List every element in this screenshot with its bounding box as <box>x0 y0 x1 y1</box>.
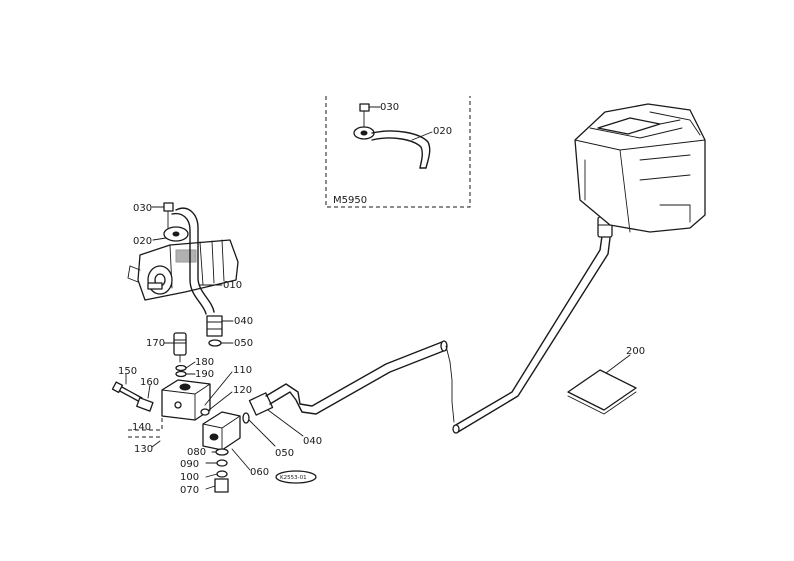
hydraulic-tank <box>574 103 706 233</box>
o-ring-120 <box>200 408 210 416</box>
callout-140: 140 <box>132 422 151 433</box>
callout-010: 010 <box>223 280 242 291</box>
hydraulic-pump <box>127 239 239 301</box>
callout-200: 200 <box>626 346 645 357</box>
plug-070 <box>214 478 229 493</box>
callout-180: 180 <box>195 357 214 368</box>
callout-040-bottom: 040 <box>303 436 322 447</box>
callout-050-top: 050 <box>234 338 253 349</box>
bolt-150 <box>117 385 143 403</box>
manual-200 <box>567 369 637 411</box>
callout-030: 030 <box>133 203 152 214</box>
callout-170: 170 <box>146 338 165 349</box>
valve-block-140 <box>161 379 211 421</box>
o-ring-050 <box>208 339 222 347</box>
drawing-code: K2553-01 <box>280 475 307 481</box>
callout-090: 090 <box>180 459 199 470</box>
connector-040-lower <box>248 392 274 416</box>
inset-detail-box <box>325 96 471 208</box>
o-ring-100 <box>216 470 228 478</box>
plug-160 <box>136 397 154 412</box>
pipe-010 <box>175 207 215 313</box>
connector-040 <box>206 315 223 337</box>
o-ring-180 <box>175 364 187 372</box>
hydraulic-hose <box>265 235 611 434</box>
washer-090 <box>216 459 228 467</box>
inset-label: M5950 <box>333 195 367 206</box>
banjo-bolt-030 <box>163 202 174 212</box>
callout-050-bottom: 050 <box>275 448 294 459</box>
callout-190: 190 <box>195 369 214 380</box>
inset-banjo-bolt-030 <box>359 103 370 112</box>
callout-150: 150 <box>118 366 137 377</box>
callout-160: 160 <box>140 377 159 388</box>
callout-060: 060 <box>250 467 269 478</box>
callout-040-top: 040 <box>234 316 253 327</box>
inset-pipe-020 <box>371 130 431 169</box>
o-ring-190 <box>175 370 187 378</box>
o-ring-080 <box>215 448 229 456</box>
o-ring-050-lower <box>242 412 250 424</box>
callout-130: 130 <box>134 444 153 455</box>
callout-110: 110 <box>233 365 252 376</box>
callout-020: 020 <box>133 236 152 247</box>
drawing-code-stamp <box>275 470 317 484</box>
relief-valve-170 <box>173 332 187 356</box>
callout-100: 100 <box>180 472 199 483</box>
callout-080: 080 <box>187 447 206 458</box>
valve-block-060 <box>202 411 241 451</box>
callout-inset-020: 020 <box>433 126 452 137</box>
callout-inset-030: 030 <box>380 102 399 113</box>
callout-120: 120 <box>233 385 252 396</box>
callout-070: 070 <box>180 485 199 496</box>
